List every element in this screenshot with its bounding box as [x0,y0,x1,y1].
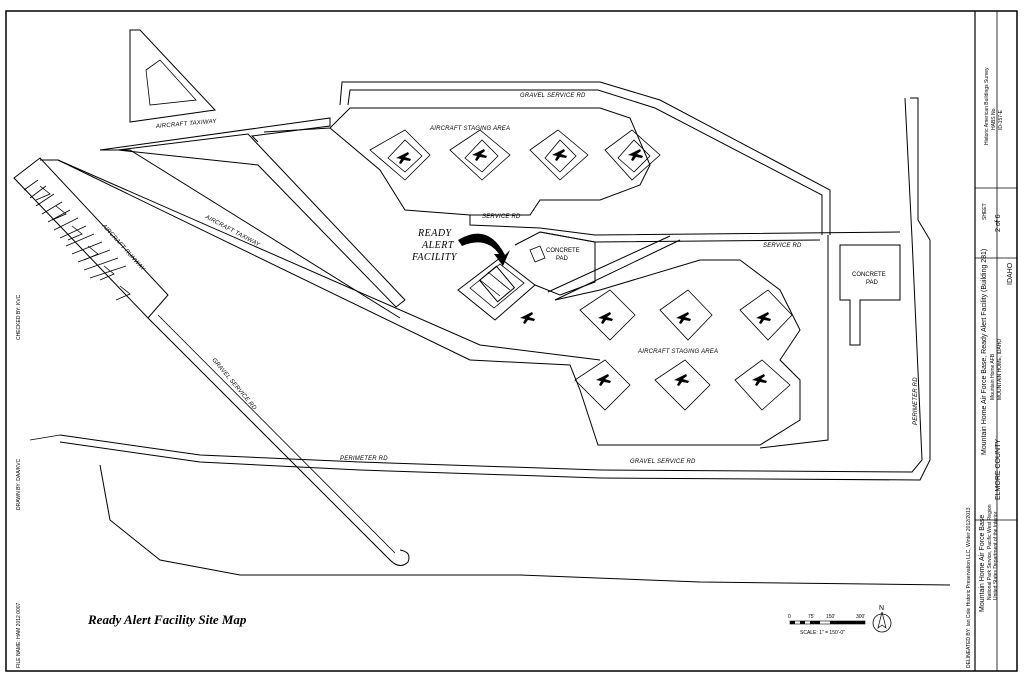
svg-text:SCALE: 1" = 150'-0": SCALE: 1" = 150'-0" [800,630,845,636]
label-concrete-pad-mid-2: PAD [556,256,569,262]
label-gravel-service-rd-bottom: GRAVEL SERVICE RD [630,459,696,465]
margin-file-name: FILE NAME: HAM 2012 0007 [16,602,22,668]
north-arrow-icon: N [872,605,892,633]
aircraft-icon [396,149,771,386]
label-service-rd-right: SERVICE RD [763,243,802,249]
svg-text:ID-157-E: ID-157-E [998,109,1004,130]
label-concrete-pad-right-2: PAD [866,280,879,286]
label-perimeter-rd: PERIMETER RD [340,456,388,462]
margin-drawn-by: DRAWN BY: DAA/KVC [16,458,22,510]
svg-text:DELINEATED BY: Ian Cole Histor: DELINEATED BY: Ian Cole Historic Preserv… [966,507,972,668]
callout-line-2: ALERT [421,240,455,251]
callout-arrow [458,233,510,266]
svg-text:300': 300' [856,614,865,620]
svg-text:N: N [879,605,884,612]
svg-text:United States Department of th: United States Department of the Interior [993,511,999,600]
svg-text:SHEET: SHEET [982,203,988,220]
svg-text:2 of 6: 2 of 6 [995,214,1002,232]
sheet-border [5,10,1018,672]
svg-text:Mountain Home Air Force Base: Mountain Home Air Force Base [979,515,986,612]
svg-text:IDAHO: IDAHO [1007,262,1014,285]
margin-checked-by: CHECKED BY: KVC [16,294,22,340]
label-aircraft-staging-area-bottom: AIRCRAFT STAGING AREA [637,349,718,355]
label-aircraft-staging-area-top: AIRCRAFT STAGING AREA [429,126,510,132]
map-drawing [13,29,951,586]
callout-line-1: READY [417,228,453,239]
svg-text:0: 0 [788,614,791,620]
label-concrete-pad-mid: CONCRETE [546,248,580,254]
svg-text:Mountain Home AFB: Mountain Home AFB [990,353,996,400]
svg-text:Historic American Buildings Su: Historic American Buildings Survey [984,67,990,145]
scale-bar: 0 75' 150' 300' SCALE: 1" = 150'-0" [788,614,865,636]
title-block: Historic American Buildings Survey HABS … [966,67,1014,668]
label-gravel-service-rd-top: GRAVEL SERVICE RD [520,93,586,99]
svg-text:ELMORE COUNTY: ELMORE COUNTY [995,439,1002,500]
svg-text:75': 75' [808,614,815,620]
svg-text:Mountain Home Air Force Base,: Mountain Home Air Force Base, Ready Aler… [981,249,988,455]
map-title: Ready Alert Facility Site Map [87,612,247,627]
svg-text:150': 150' [826,614,835,620]
svg-text:HABS No.: HABS No. [991,107,997,130]
svg-text:MOUNTAIN HOME, IDAHO: MOUNTAIN HOME, IDAHO [997,339,1003,400]
label-aircraft-taxiway-top: AIRCRAFT TAXIWAY [155,119,218,130]
label-concrete-pad-right: CONCRETE [852,272,886,278]
callout-line-3: FACILITY [411,252,458,263]
svg-text:National Park Service, Pacific: National Park Service, Pacific West Regi… [987,504,993,600]
label-service-rd-mid: SERVICE RD [482,214,521,220]
label-perimeter-rd-vertical: PERIMETER RD [913,377,919,425]
